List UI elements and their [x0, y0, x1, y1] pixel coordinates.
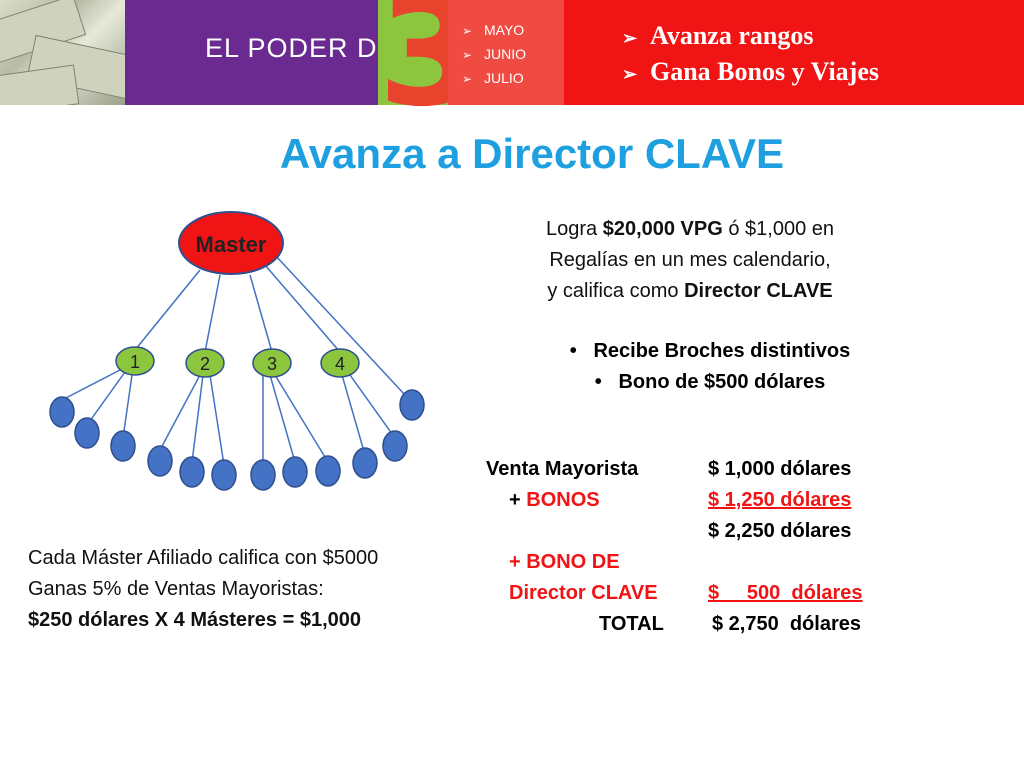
arrow-bullet-icon: ➢: [462, 72, 473, 86]
leaf-node: [49, 396, 75, 428]
header-banner: EL PODER DE 3 ➢MAYO ➢JUNIO ➢JULIO ➢Avanz…: [0, 0, 1024, 128]
leaf-nodes: [49, 389, 425, 491]
leaf-node: [250, 459, 276, 491]
bullet-dot-icon: •: [569, 340, 594, 362]
requirement-line-3: y califica como Director CLAVE: [547, 280, 833, 302]
leaf-node: [399, 389, 425, 421]
leaf-node: [179, 456, 205, 488]
child-node-label: 3: [267, 354, 277, 374]
leaf-node: [74, 417, 100, 449]
page-title: Avanza a Director CLAVE: [279, 130, 785, 177]
master-node: [178, 211, 284, 275]
requirement-line-2: Regalías en un mes calendario,: [549, 249, 831, 271]
month-item: ➢JULIO: [462, 66, 526, 90]
bonos-label: + BONOS: [509, 489, 600, 511]
child-node-label: 4: [335, 354, 345, 374]
number-panel: [378, 0, 448, 105]
leaf-node: [147, 445, 173, 477]
month-item: ➢MAYO: [462, 18, 526, 42]
total-label: TOTAL: [599, 613, 664, 635]
leaf-node: [282, 456, 308, 488]
network-tree-diagram: Master 1 2 3 4: [49, 211, 425, 491]
rank-panel: [564, 0, 1024, 105]
bonos-value: $ 1,250 dólares: [708, 489, 852, 511]
benefit-item: • Recibe Broches distintivos: [569, 340, 851, 362]
note-line-3: $250 dólares X 4 Másteres = $1,000: [28, 609, 362, 631]
qualification-note: Cada Máster Afiliado califica con $5000 …: [28, 543, 468, 636]
venta-label: Venta Mayorista: [486, 458, 639, 480]
arrow-bullet-icon: ➢: [462, 24, 473, 38]
rank-point: ➢Avanza rangos: [622, 18, 879, 54]
child-node: [185, 348, 225, 378]
rank-point: ➢Gana Bonos y Viajes: [622, 54, 879, 90]
rank-points: ➢Avanza rangos ➢Gana Bonos y Viajes: [622, 18, 879, 90]
months-list: ➢MAYO ➢JUNIO ➢JULIO: [462, 18, 526, 90]
venta-value: $ 1,000 dólares: [708, 458, 852, 480]
requirement-line-1: Logra $20,000 VPG ó $1,000 en: [545, 218, 835, 240]
benefit-item: • Bono de $500 dólares: [594, 371, 826, 393]
tree-connectors: [61, 254, 406, 466]
child-nodes: 1 2 3 4: [115, 346, 360, 378]
money-image: [0, 0, 125, 105]
director-bonus-value: $ 500 dólares: [708, 582, 863, 604]
arrow-bullet-icon: ➢: [462, 48, 473, 62]
note-line-1: Cada Máster Afiliado califica con $5000: [28, 547, 379, 569]
note-line-2: Ganas 5% de Ventas Mayoristas:: [28, 578, 324, 600]
bullet-dot-icon: •: [594, 371, 619, 393]
leaf-node: [315, 455, 341, 487]
total-value: $ 2,750 dólares: [712, 613, 861, 635]
leaf-node: [382, 430, 408, 462]
leaf-node: [352, 447, 378, 479]
child-node: [320, 348, 360, 378]
master-node-label: Master: [196, 232, 267, 257]
arrow-bullet-icon: ➢: [622, 28, 638, 48]
leaf-node: [211, 459, 237, 491]
brand-text: EL PODER DE: [205, 33, 397, 63]
child-node: [115, 346, 155, 376]
bono-de-label: + BONO DE: [509, 551, 620, 573]
requirement-description: Logra $20,000 VPG ó $1,000 en Regalías e…: [480, 214, 900, 307]
month-item: ➢JUNIO: [462, 42, 526, 66]
child-node-label: 1: [130, 352, 140, 372]
benefits-list: • Recibe Broches distintivos • Bono de $…: [520, 336, 900, 398]
arrow-bullet-icon: ➢: [622, 64, 638, 84]
subtotal-value: $ 2,250 dólares: [708, 520, 852, 542]
leaf-node: [110, 430, 136, 462]
child-node-label: 2: [200, 354, 210, 374]
brand-panel: [125, 0, 378, 105]
director-bonus-label: Director CLAVE: [509, 582, 658, 604]
months-panel: [448, 0, 564, 105]
child-node: [252, 348, 292, 378]
